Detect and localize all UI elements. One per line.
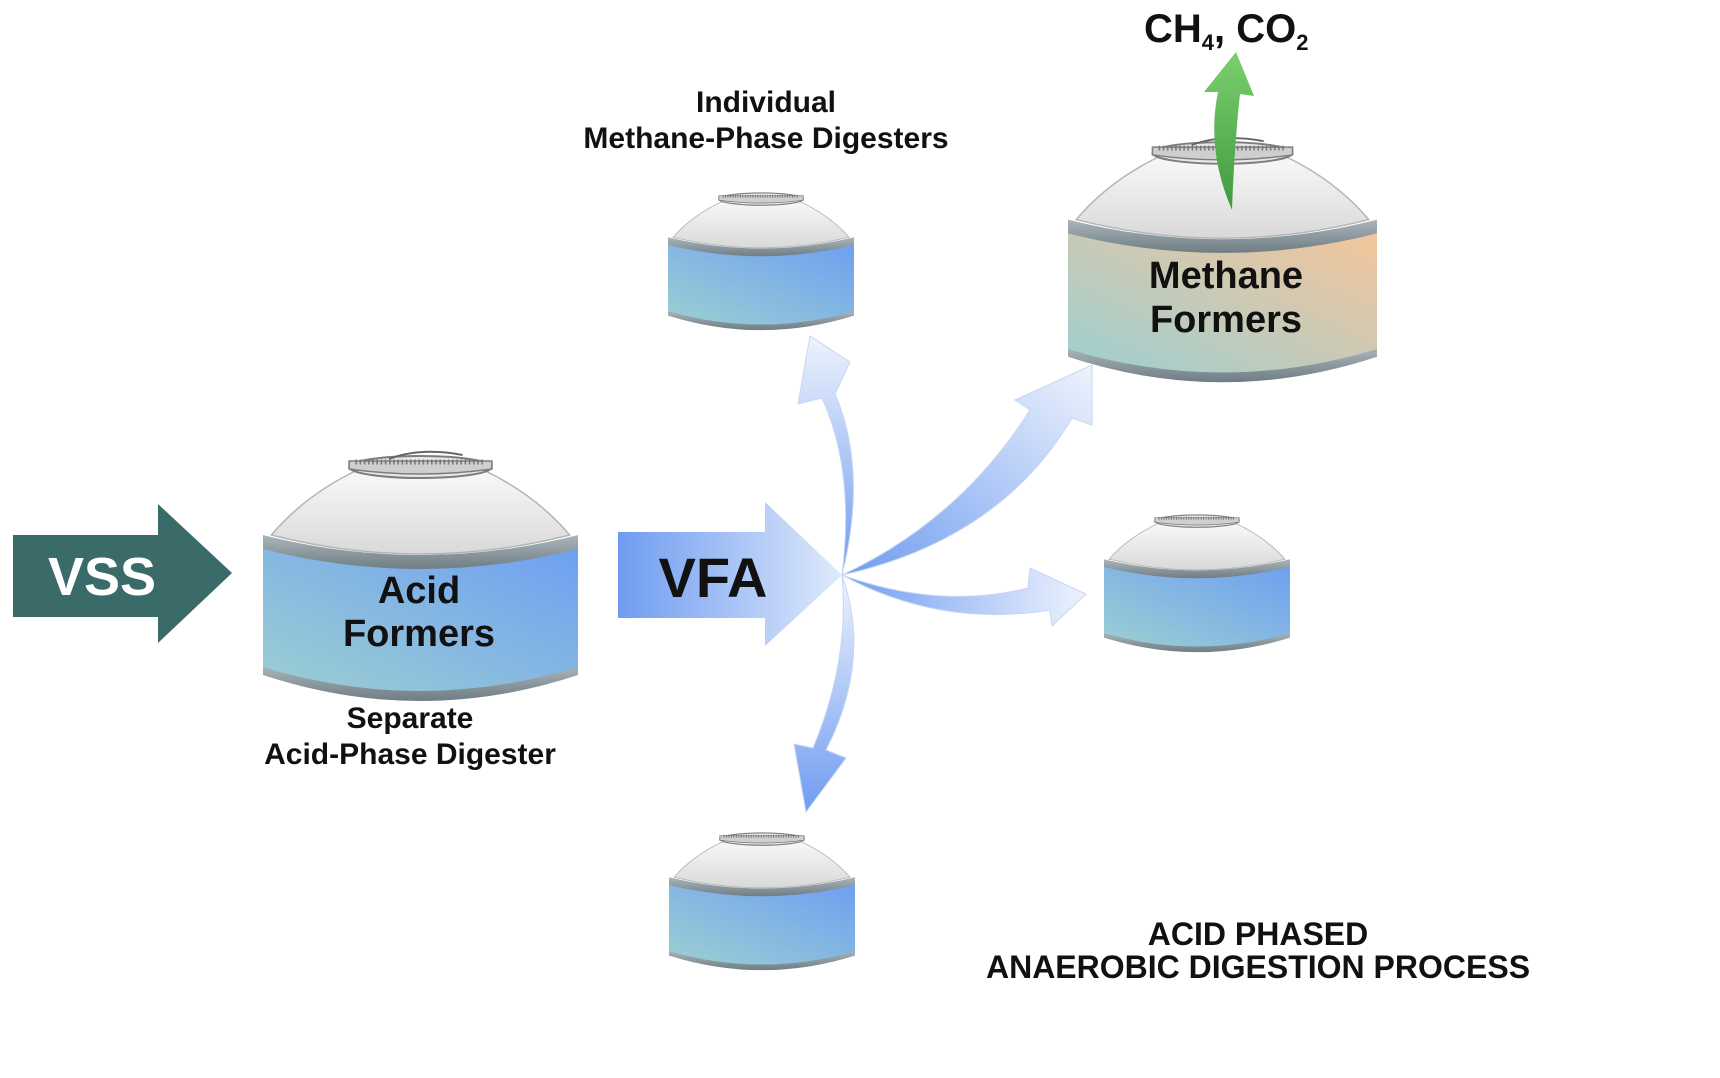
curved-up-arrow-icon [1204,52,1254,210]
curved-flow-arrow-icon [841,567,1087,628]
digester-tank-icon [263,450,578,701]
diagram-title-line2: ANAEROBIC DIGESTION PROCESS [986,949,1530,985]
curved-flow-arrow-icon [793,574,855,814]
vfa-arrow: VFA [618,502,842,646]
acid-tank-label-line1: Acid [378,570,460,612]
vfa-label: VFA [659,546,768,609]
vss-label: VSS [48,547,156,607]
methane-caption-line1: Individual [696,86,836,119]
methane-digester-bottom [669,832,855,971]
acid-formers-tank [263,450,578,701]
curved-flow-arrow-icon [797,335,854,576]
digester-tank-icon [669,832,855,971]
curved-flow-arrow-icon [841,364,1093,576]
flow-arrow-right [841,567,1087,628]
methane-caption-line2: Methane-Phase Digesters [583,122,948,155]
gas-co-subscript: 2 [1296,30,1308,55]
svg-text:CH4, CO2: CH4, CO2 [1144,7,1309,55]
acid-caption-line2: Acid-Phase Digester [264,738,556,771]
methane-tank-label-line2: Formers [1150,299,1302,341]
gas-output-label: CH4, CO2 [1144,7,1309,55]
diagram-title-line1: ACID PHASED [1148,916,1368,952]
flow-arrow-down [793,574,855,814]
flow-arrow-up [797,335,854,576]
acid-caption-line1: Separate [347,702,474,735]
methane-tank-label-line1: Methane [1149,255,1303,297]
gas-co-text: , CO [1214,7,1296,51]
methane-digester-top [668,192,854,331]
digester-tank-icon [668,192,854,331]
acid-tank-label-line2: Formers [343,613,495,655]
gas-ch-subscript: 4 [1202,30,1215,55]
gas-ch-text: CH [1144,7,1202,51]
vss-input-arrow: VSS [13,504,232,643]
gas-output-arrow [1204,52,1254,210]
digester-tank-icon [1104,514,1290,653]
flow-arrow-up-right [841,364,1093,576]
methane-digester-right [1104,514,1290,653]
